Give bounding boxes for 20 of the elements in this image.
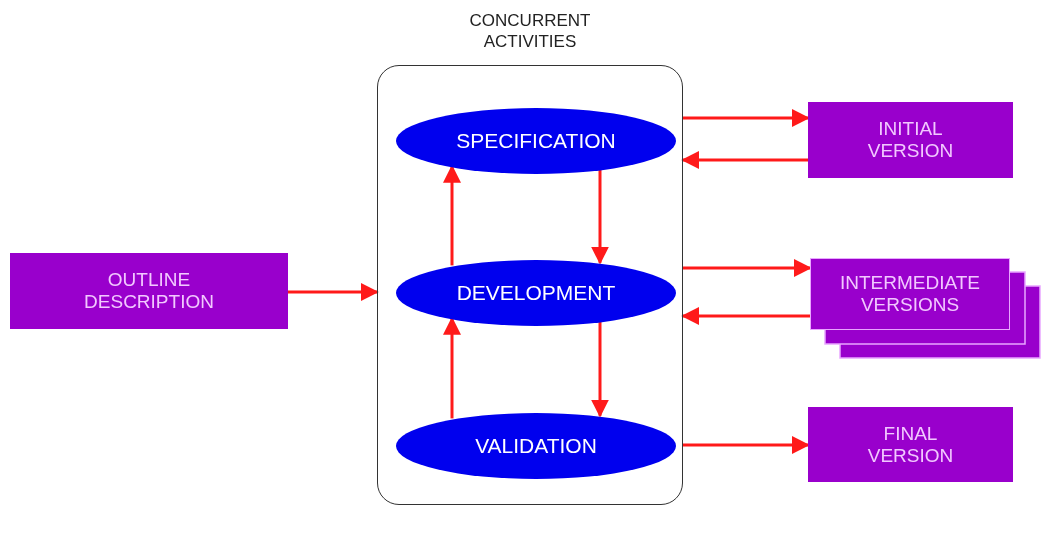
process-box [810,258,1010,330]
arrow [683,259,812,277]
process-box [10,253,288,329]
node-label: SPECIFICATION [455,129,617,153]
process-box [808,407,1013,482]
arrow [683,436,810,454]
arrow [681,307,810,325]
node-label: VALIDATION [474,434,598,458]
arrow [683,109,810,127]
node-label: OUTLINE DESCRIPTION [83,269,215,313]
node-label: INTERMEDIATE VERSIONS [838,272,981,316]
process-box [808,102,1013,178]
node-label: FINAL VERSION [866,422,955,467]
arrow [288,283,379,301]
arrow [591,321,609,418]
arrow [591,169,609,265]
node-label: DEVELOPMENT [455,281,617,305]
arrow [681,151,808,169]
node-label: INITIAL VERSION [866,118,955,162]
group-heading: CONCURRENT ACTIVITIES [468,10,592,52]
